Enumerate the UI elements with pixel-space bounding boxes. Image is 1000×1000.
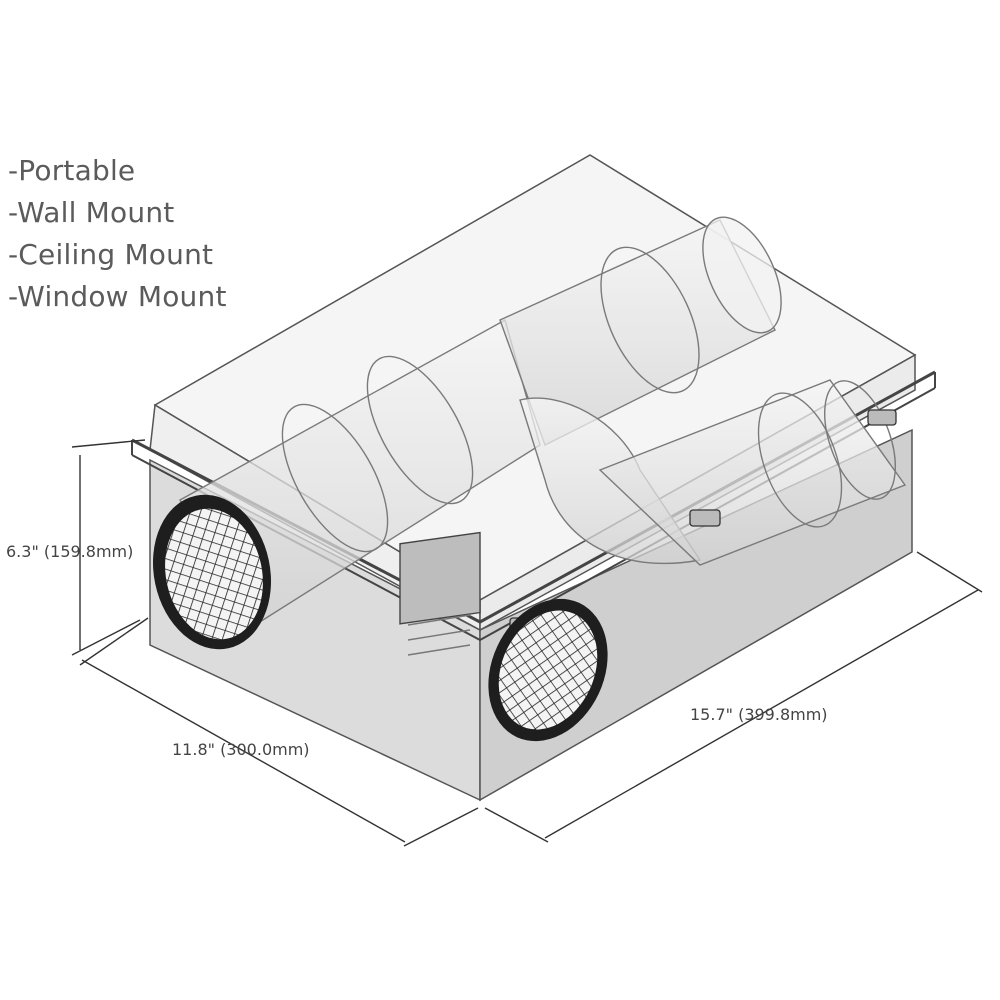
latch — [867, 409, 897, 426]
motor-fin — [407, 629, 471, 641]
motor-fin — [407, 644, 471, 656]
mount-option-ceiling: -Ceiling Mount — [8, 238, 214, 271]
height-dimension-label: 6.3" (159.8mm) — [6, 542, 134, 561]
latch — [689, 509, 721, 527]
internal-ducting — [179, 216, 907, 626]
motor-fin — [407, 614, 471, 626]
height-ext-bottom — [71, 619, 141, 656]
mount-option-portable: -Portable — [8, 154, 136, 187]
right-duct — [598, 379, 907, 566]
width-dim-line — [81, 659, 406, 843]
height-ext-top — [71, 439, 146, 448]
length-dimension-label: 15.7" (399.8mm) — [690, 705, 828, 724]
width-dimension-label: 11.8" (300.0mm) — [172, 740, 310, 759]
intake-grille-left — [152, 494, 272, 650]
width-ext-left — [79, 617, 149, 666]
grille-mesh — [498, 610, 598, 730]
right-duct-ring — [824, 380, 896, 500]
upper-duct-ring — [600, 246, 700, 394]
length-dim-line — [544, 589, 979, 839]
upper-duct-end — [702, 216, 782, 334]
blower-motor — [399, 531, 481, 656]
dimension-lines — [71, 439, 983, 847]
mount-option-window: -Window Mount — [8, 280, 227, 313]
right-duct-ring — [757, 392, 843, 528]
width-ext-right — [403, 807, 479, 847]
motor-housing — [399, 531, 481, 625]
grille-mesh — [165, 508, 263, 640]
length-ext-right — [916, 551, 983, 593]
mount-options-list: -Portable -Wall Mount -Ceiling Mount -Wi… — [8, 150, 227, 318]
length-ext-left — [484, 807, 549, 843]
mount-option-wall: -Wall Mount — [8, 196, 175, 229]
main-duct-ring — [366, 355, 474, 505]
main-duct-ring — [281, 403, 389, 553]
exhaust-grille-right — [488, 598, 608, 742]
